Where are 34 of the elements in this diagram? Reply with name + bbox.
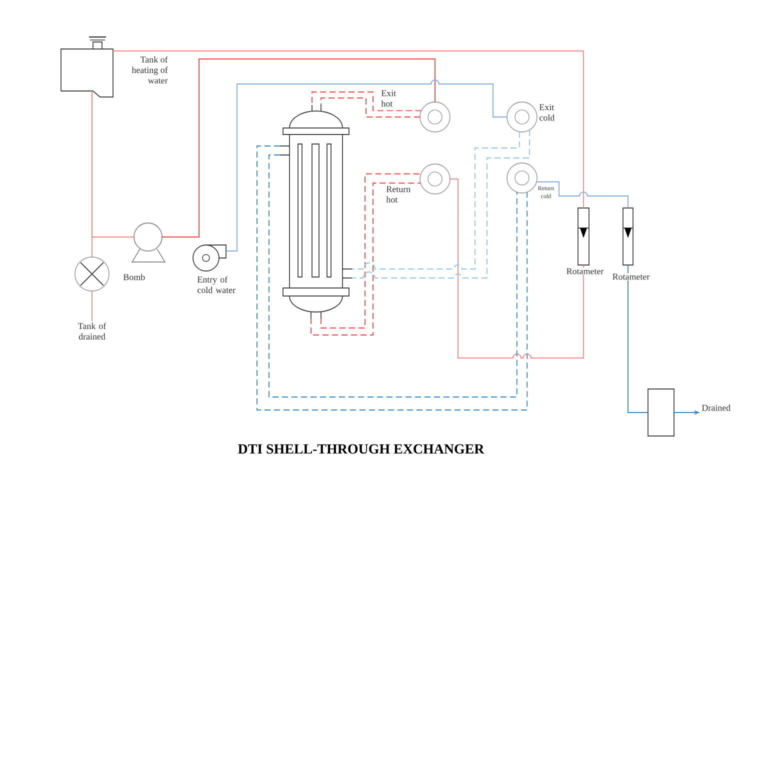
rotameter-label: Rotameter [612, 273, 650, 280]
pipe-line [256, 146, 528, 410]
pipe-line [320, 98, 420, 118]
pipe-line [312, 92, 422, 112]
rotameter [622, 208, 634, 266]
outlet-label: Drained [702, 404, 730, 411]
inlet-label: Entry of cold water [197, 276, 236, 294]
water-tank [60, 36, 114, 98]
tank-label: Tank of heating of water [132, 56, 168, 84]
pump-label: Exit cold [539, 104, 555, 121]
pipe-line [320, 173, 422, 328]
diagram-title: DTI SHELL-THROUGH EXCHANGER [238, 444, 484, 454]
blower-symbol [192, 244, 226, 272]
drain-box [648, 388, 674, 436]
rotameter-label: Rotameter [566, 268, 604, 275]
pipe-line [450, 178, 584, 358]
pump-label: Bomb [123, 274, 145, 280]
rotameter [578, 208, 590, 266]
pipe-line [226, 80, 508, 252]
pump-symbol [420, 102, 450, 132]
pump-symbol [506, 102, 538, 132]
pipe-line [268, 154, 518, 398]
pipe-line [628, 264, 648, 413]
pipe-line [112, 50, 584, 208]
heat-exchanger [280, 104, 352, 318]
pump-symbol [420, 164, 450, 194]
pipe-line [310, 182, 422, 336]
pipe-line [162, 58, 436, 238]
pump-symbol [131, 222, 166, 262]
pump-label: Return hot [386, 186, 410, 203]
valve-symbol [74, 256, 110, 292]
pump-label: Exit hot [381, 90, 396, 107]
tank-label: Tank of drained [78, 322, 106, 340]
pump-symbol [506, 162, 538, 194]
